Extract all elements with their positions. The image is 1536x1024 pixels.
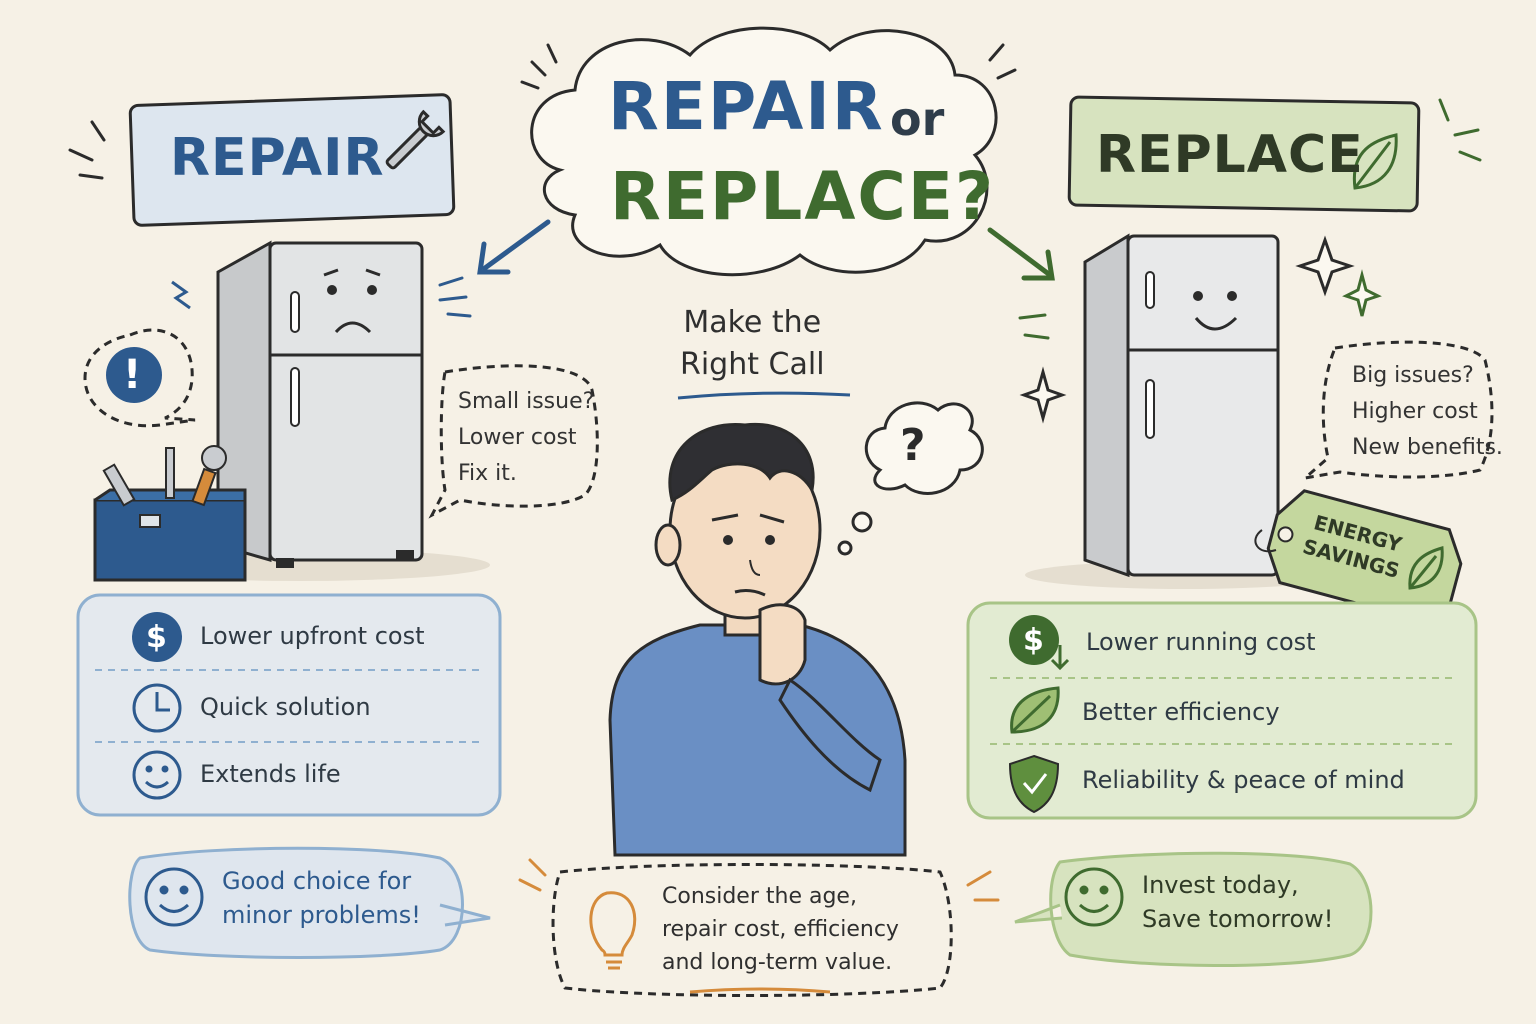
alert-bubble xyxy=(83,328,196,428)
thought-cloud xyxy=(864,401,984,495)
bottom-line: Good choice for xyxy=(222,867,412,895)
replace-note-bubble xyxy=(1299,340,1494,481)
repair-benefit-2: Quick solution xyxy=(200,693,371,721)
thought-question: ? xyxy=(900,420,926,471)
new-fridge xyxy=(1083,233,1280,578)
replace-benefit-3: Reliability & peace of mind xyxy=(1082,766,1405,794)
title-or: or xyxy=(890,92,945,146)
repair-benefit-1: Lower upfront cost xyxy=(200,622,425,650)
bottom-line: Invest today, xyxy=(1142,871,1299,899)
shield-check-icon xyxy=(1008,754,1060,814)
lightbulb-icon xyxy=(589,891,637,970)
leaf-icon xyxy=(1010,686,1060,734)
replace-benefit-1: Lower running cost xyxy=(1086,628,1316,656)
leaf-icon-tag xyxy=(1408,546,1444,590)
repair-bottom-bubble xyxy=(128,846,491,959)
replace-note-line: New benefits. xyxy=(1352,435,1503,460)
toolbox-icon xyxy=(93,445,247,582)
title-sparks xyxy=(520,43,1017,90)
replace-note-line: Higher cost xyxy=(1352,399,1478,424)
replace-benefit-2: Better efficiency xyxy=(1082,698,1280,726)
dollar-down-icon xyxy=(1009,615,1059,665)
clock-icon xyxy=(132,683,182,733)
replace-label-box xyxy=(1067,95,1421,213)
dollar-glyph-green: $ xyxy=(1023,623,1044,658)
smiley-icon-bottom-left xyxy=(144,867,204,927)
leaf-icon-label xyxy=(1352,133,1398,190)
subtitle-line: Make the xyxy=(683,305,822,340)
repair-note-line: Fix it. xyxy=(458,461,517,486)
repair-benefit-3: Extends life xyxy=(200,760,341,788)
smiley-icon xyxy=(132,750,182,800)
title-replace: REPLACE? xyxy=(610,158,996,235)
tip-text: Consider the age, repair cost, efficienc… xyxy=(662,880,899,979)
subtitle: Make the Right Call xyxy=(680,302,825,386)
dollar-glyph: $ xyxy=(146,620,167,655)
replace-label: REPLACE xyxy=(1096,125,1364,185)
repair-benefits-panel xyxy=(76,593,502,817)
tip-line: Consider the age, xyxy=(662,884,857,909)
tip-line: and long-term value. xyxy=(662,950,893,975)
replace-note: Big issues? Higher cost New benefits. xyxy=(1352,358,1503,466)
smiley-icon-bottom-right xyxy=(1064,867,1124,927)
repair-note: Small issue? Lower cost Fix it. xyxy=(458,384,594,492)
wrench-icon xyxy=(385,109,446,170)
repair-note-line: Lower cost xyxy=(458,425,577,450)
title-repair: REPAIR xyxy=(608,68,885,145)
tip-line: repair cost, efficiency xyxy=(662,917,899,942)
arrow-right xyxy=(987,227,1055,281)
replace-note-line: Big issues? xyxy=(1352,363,1474,388)
sparkle-icons xyxy=(1019,235,1382,424)
title-cloud xyxy=(530,26,998,277)
repair-note-line: Small issue? xyxy=(458,389,595,414)
bottom-line: Save tomorrow! xyxy=(1142,905,1334,933)
alert-mark: ! xyxy=(123,352,142,398)
repair-bottom-text: Good choice for minor problems! xyxy=(222,864,421,932)
alert-icon xyxy=(106,347,162,403)
replace-benefits-panel xyxy=(966,601,1478,820)
thinking-person xyxy=(608,422,907,857)
replace-bottom-text: Invest today, Save tomorrow! xyxy=(1142,868,1333,936)
repair-label: REPAIR xyxy=(170,128,385,188)
old-fridge xyxy=(216,240,424,568)
replace-bottom-bubble xyxy=(1014,851,1373,968)
bottom-line: minor problems! xyxy=(222,901,421,929)
arrow-left xyxy=(477,219,551,275)
dollar-icon xyxy=(132,612,182,662)
subtitle-line: Right Call xyxy=(680,347,825,382)
tip-bubble xyxy=(551,863,953,997)
repair-label-box xyxy=(128,93,456,227)
